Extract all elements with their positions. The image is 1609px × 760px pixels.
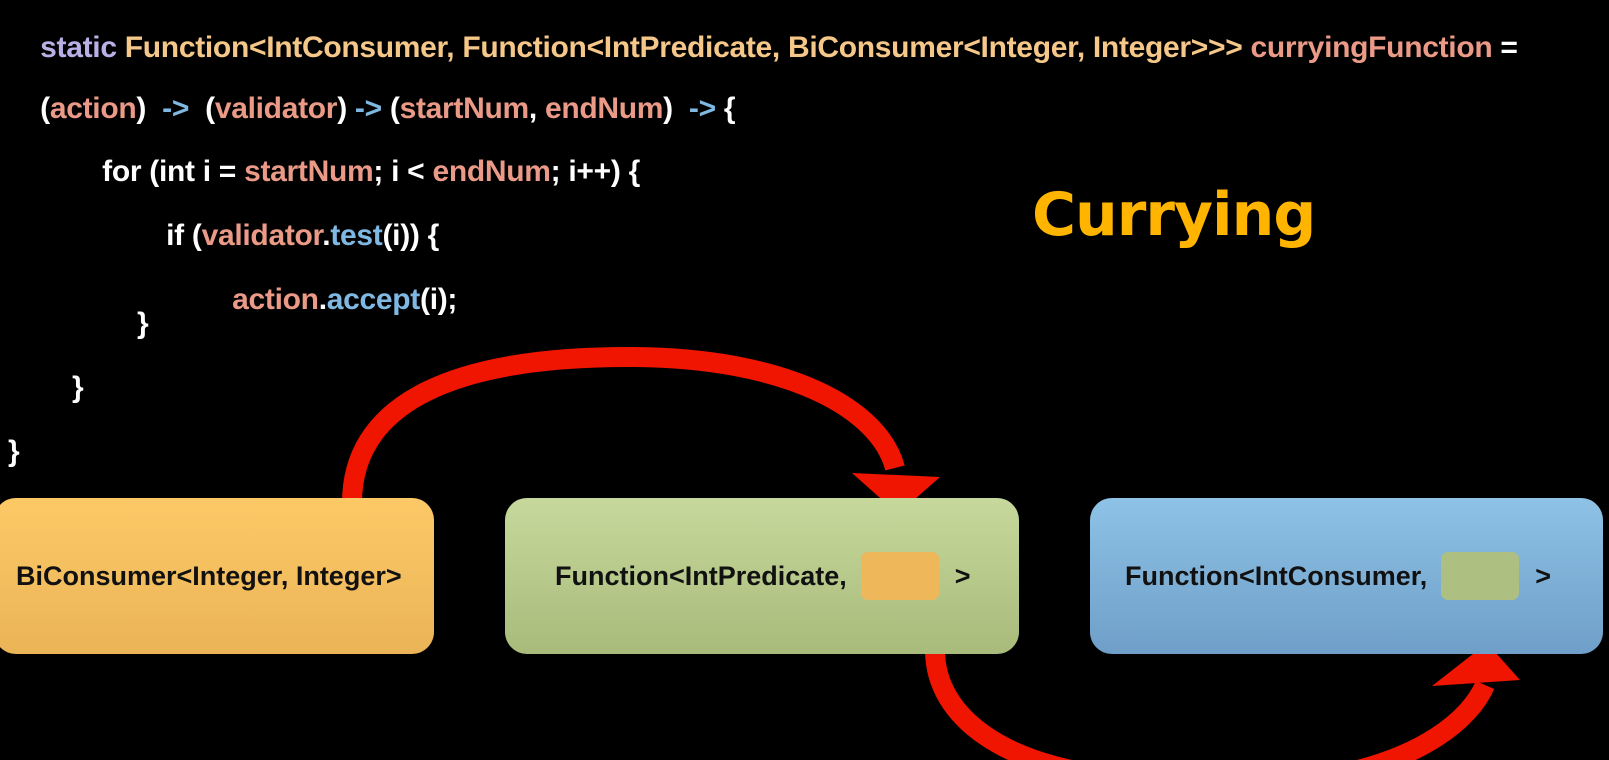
call-args: (i); <box>420 283 458 316</box>
biconsumer-slot <box>860 552 939 600</box>
code-line-1: static Function<IntConsumer, Function<In… <box>8 0 1518 64</box>
brace: { <box>715 92 736 125</box>
biconsumer-label: BiConsumer<Integer, Integer> <box>16 560 402 591</box>
increment: ; i++) { <box>550 155 641 188</box>
param-startnum: startNum <box>399 92 530 125</box>
for-statement: for (int i = <box>102 155 245 188</box>
param-action: action <box>49 92 137 125</box>
var-endnum: endNum <box>432 155 551 188</box>
function-predicate-slot <box>1441 552 1520 600</box>
var-validator: validator <box>201 219 323 252</box>
function-consumer-box: Function<IntConsumer, > <box>1090 498 1603 654</box>
code-line-2: (action) -> (validator) -> (startNum, en… <box>8 49 735 125</box>
function-predicate-label: Function<IntPredicate, <box>555 560 847 591</box>
function-consumer-label: Function<IntConsumer, <box>1125 560 1428 591</box>
diagram-title: Currying <box>1032 180 1316 250</box>
code-line-4: if (validator.test(i)) { <box>134 176 439 252</box>
arrow-operator: -> <box>688 92 716 125</box>
paren: ( <box>40 92 50 125</box>
dot: . <box>322 219 331 252</box>
paren: ) <box>663 92 689 125</box>
arrow-operator: -> <box>162 92 190 125</box>
function-predicate-box: Function<IntPredicate, > <box>505 498 1019 654</box>
arrow-top-curve <box>342 346 905 504</box>
param-endnum: endNum <box>544 92 664 125</box>
code-line-5: action.accept(i); <box>200 240 457 316</box>
code-line-7: } <box>72 371 84 404</box>
biconsumer-box: BiConsumer<Integer, Integer> <box>0 498 434 654</box>
paren: ) <box>136 92 163 125</box>
arrow-bottom-curve <box>925 649 1495 760</box>
code-line-6: } <box>137 307 149 340</box>
type-signature: Function<IntConsumer, Function<IntPredic… <box>124 31 1243 64</box>
var-startnum: startNum <box>244 155 374 188</box>
condition: ; i < <box>373 155 433 188</box>
param-validator: validator <box>214 92 338 125</box>
code-line-8: } <box>8 435 20 468</box>
var-action: action <box>232 283 319 316</box>
function-consumer-close: > <box>1535 560 1552 591</box>
arrow-operator: -> <box>354 92 382 125</box>
arrow-top-head <box>852 473 940 514</box>
function-predicate-close: > <box>954 560 971 591</box>
comma: , <box>528 92 545 125</box>
code-line-3: for (int i = startNum; i < endNum; i++) … <box>70 112 640 188</box>
paren: ( <box>189 92 215 125</box>
keyword-static: static <box>40 31 125 64</box>
assign-operator: = <box>1492 31 1518 64</box>
arrow-bottom <box>925 643 1520 760</box>
arrow-top <box>342 346 940 514</box>
paren: ( <box>381 92 400 125</box>
paren: ) <box>337 92 355 125</box>
call-args: (i)) { <box>382 219 439 252</box>
method-accept: accept <box>326 283 421 316</box>
if-statement: if ( <box>166 219 202 252</box>
function-name: curryingFunction <box>1242 31 1493 64</box>
dot: . <box>318 283 327 316</box>
method-test: test <box>330 219 383 252</box>
arrow-bottom-head <box>1432 643 1520 686</box>
